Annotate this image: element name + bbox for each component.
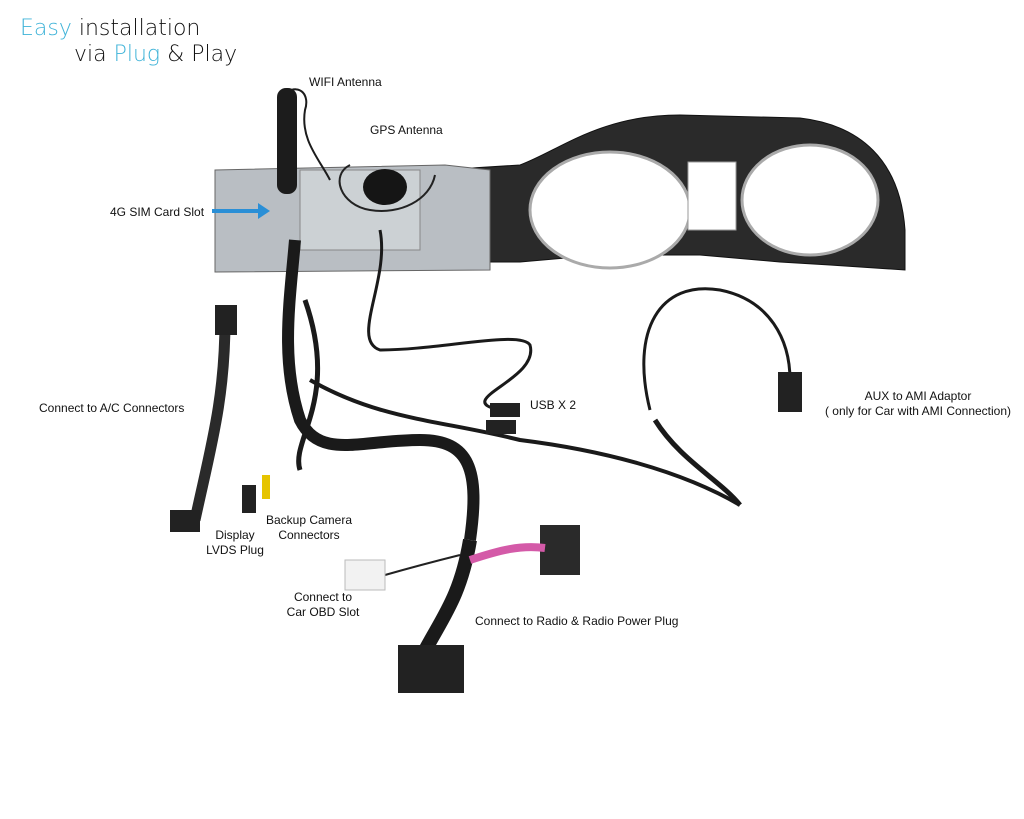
label-aux-line2: ( only for Car with AMI Connection) [824,404,1012,418]
headline-text: & Play [160,42,238,67]
gauge-right [740,143,880,257]
headline: Easy installation via Plug & Play [20,16,237,68]
label-camera-line2: Connectors [278,528,340,542]
ami-adaptor [778,372,802,412]
radio-plug-main [398,645,464,693]
usb-connector-2 [486,420,516,434]
gps-antenna [363,169,407,205]
label-usb: USB X 2 [530,398,577,412]
aux-cable [642,287,792,411]
label-backup-camera: Backup Camera Connectors [260,513,358,543]
label-radio: Connect to Radio & Radio Power Plug [475,614,679,628]
ac-connector-bottom [170,510,200,532]
lvds-plug [242,485,256,513]
ac-connector-top [215,305,237,335]
gauge-left [528,150,692,270]
label-obd-line2: Car OBD Slot [286,605,360,619]
label-display-line1: Display [215,528,255,542]
sim-arrow-head [258,203,270,219]
label-obd: Connect to Car OBD Slot [283,590,363,620]
wifi-antenna [277,88,297,194]
radio-plug-small [540,525,580,575]
label-sim-slot: 4G SIM Card Slot [110,205,205,219]
label-aux-ami: AUX to AMI Adaptor ( only for Car with A… [818,389,1018,419]
headline-accent-plug: Plug [113,42,161,67]
label-wifi-antenna: WIFI Antenna [309,75,382,89]
main-harness [282,239,480,541]
label-camera-line1: Backup Camera [265,513,353,527]
label-display-lvds: Display LVDS Plug [196,528,274,558]
label-obd-line1: Connect to [293,590,353,604]
headline-text: via [74,42,114,67]
label-aux-line1: AUX to AMI Adaptor [864,389,972,403]
headline-accent-easy: Easy [20,16,72,41]
obd-connector [344,559,386,591]
usb-connector-1 [490,403,520,417]
center-display-cutout [687,161,737,231]
ac-harness [189,319,231,522]
camera-rca-yellow [262,475,270,499]
label-display-line2: LVDS Plug [206,543,264,557]
label-gps-antenna: GPS Antenna [370,123,443,137]
headline-text: installation [71,16,201,41]
label-ac-connectors: Connect to A/C Connectors [39,401,185,415]
